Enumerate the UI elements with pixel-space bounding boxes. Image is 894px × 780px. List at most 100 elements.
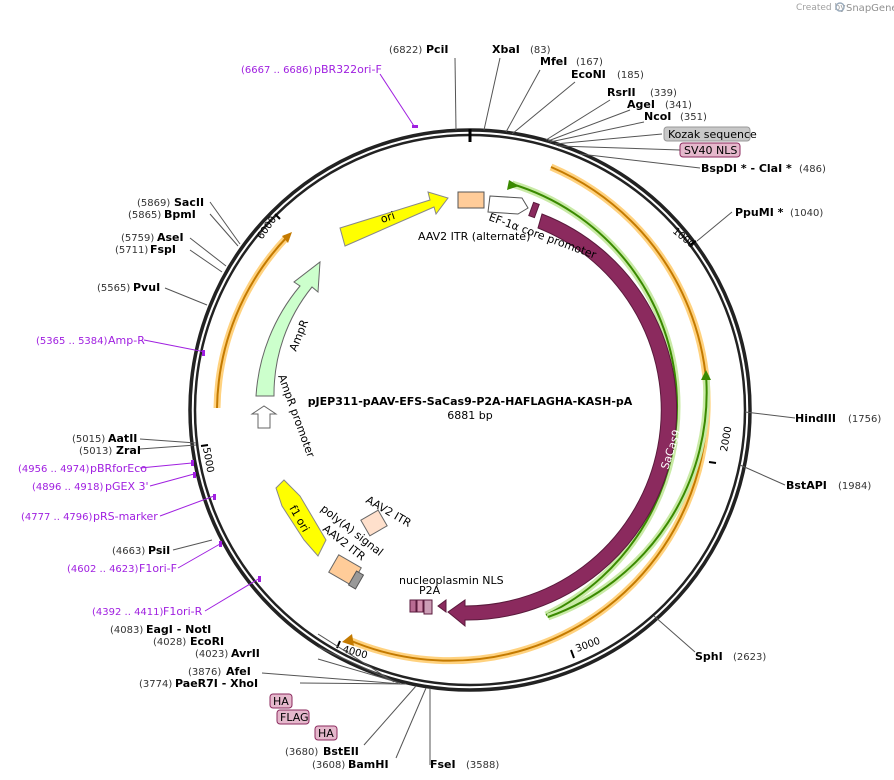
site-name-mfei[interactable]: MfeI: [540, 55, 567, 68]
site-name-ncoi[interactable]: NcoI: [644, 110, 671, 123]
orange-arc-left: [216, 236, 288, 409]
site-pos-mfei: (167): [576, 57, 603, 68]
site-name-zrai[interactable]: ZraI: [116, 444, 141, 457]
site-name-afei[interactable]: AfeI: [226, 665, 251, 678]
site-name-bstapi[interactable]: BstAPI: [786, 479, 827, 492]
f1-ori-feature[interactable]: [275, 479, 327, 557]
primer-range-pgex3: (4896 .. 4918): [32, 482, 104, 493]
site-name-avrii[interactable]: AvrII: [231, 647, 260, 660]
plasmid-name: pJEP311-pAAV-EFS-SaCas9-P2A-HAFLAGHA-KAS…: [308, 395, 633, 408]
ha-box-1[interactable]: [269, 693, 293, 709]
primer-range-f1ori-f: (4602 .. 4623): [67, 564, 139, 575]
snapgene-logo-icon: [835, 2, 845, 12]
kozak-box[interactable]: [663, 126, 751, 142]
site-name-ecori[interactable]: EcoRI: [190, 635, 224, 648]
kozak-label: Kozak sequence: [668, 128, 757, 141]
site-name-bsteii[interactable]: BstEII: [323, 745, 359, 758]
polya-feature[interactable]: [347, 570, 365, 590]
green-arc-2: [547, 374, 708, 618]
site-pos-asei: (5759): [121, 233, 154, 244]
site-name-agei[interactable]: AgeI: [627, 98, 655, 111]
site-pos-pvui: (5565): [97, 283, 130, 294]
site-name-fspi[interactable]: FspI: [150, 243, 176, 256]
aav2-itr-right-feature[interactable]: [360, 509, 388, 537]
site-name-bspdi-clai[interactable]: BspDI * - ClaI *: [701, 162, 792, 175]
aav2-itr-alt-label: AAV2 ITR (alternate): [418, 230, 530, 243]
primer-range-prs-marker: (4777 .. 4796): [21, 512, 93, 523]
site-pos-paer7i-xhoi: (3774): [139, 679, 172, 690]
ori-label: ori: [379, 209, 397, 226]
ori-feature[interactable]: [339, 191, 449, 247]
site-name-pvui[interactable]: PvuI: [133, 281, 160, 294]
site-pos-hindiii: (1756): [848, 414, 881, 425]
flag-label: FLAG: [280, 711, 309, 724]
ha-box-2[interactable]: [314, 725, 338, 741]
sacas9-feature[interactable]: [447, 213, 678, 628]
site-name-hindiii[interactable]: HindIII: [795, 412, 836, 425]
primer-name-pbrforeco[interactable]: pBRforEco: [90, 462, 147, 475]
ef1a-feature[interactable]: [487, 195, 529, 215]
aav2-itr-alt-feature[interactable]: [457, 191, 485, 209]
primer-range-pbrforeco: (4956 .. 4974): [18, 464, 90, 475]
ha-label-1: HA: [273, 695, 289, 708]
site-name-sphi[interactable]: SphI: [695, 650, 723, 663]
site-name-rsrii[interactable]: RsrII: [607, 86, 636, 99]
tick-label-2000: 2000: [719, 426, 734, 453]
primer-name-pbr322ori-f[interactable]: pBR322ori-F: [314, 63, 382, 76]
sv40-nls-piece: [528, 201, 540, 219]
site-name-eagi-noti[interactable]: EagI - NotI: [146, 623, 211, 636]
orange-arc-main: [348, 166, 709, 662]
site-pos-zrai: (5013): [79, 446, 112, 457]
site-pos-bpmi: (5865): [128, 210, 161, 221]
site-pos-sphi: (2623): [733, 652, 766, 663]
site-name-fsei[interactable]: FseI: [430, 758, 456, 771]
site-pos-eagi-noti: (4083): [110, 625, 143, 636]
site-name-sacii[interactable]: SacII: [174, 196, 204, 209]
site-name-ppumi[interactable]: PpuMI *: [735, 206, 784, 219]
primer-name-f1ori-f[interactable]: F1ori-F: [139, 562, 177, 575]
site-pos-afei: (3876): [188, 667, 221, 678]
primer-range-pbr322ori-f: (6667 .. 6686): [241, 65, 313, 76]
ampr-label: AmpR: [287, 317, 311, 353]
primer-leader-lines: [139, 73, 415, 612]
site-pos-psii: (4663): [112, 546, 145, 557]
green-arc-1: [511, 183, 678, 616]
tick-label-3000: 3000: [574, 636, 602, 655]
site-name-xbai[interactable]: XbaI: [492, 43, 520, 56]
tick-label-5000: 5000: [200, 447, 215, 474]
site-pos-fspi: (5711): [115, 245, 148, 256]
site-name-pcii[interactable]: PciI: [426, 43, 448, 56]
site-leader-lines: [139, 57, 796, 765]
sv40-nls-label: SV40 NLS: [684, 144, 737, 157]
primer-name-pgex3[interactable]: pGEX 3': [105, 480, 149, 493]
site-pos-bsteii: (3680): [285, 747, 318, 758]
primer-name-amp-r[interactable]: Amp-R: [108, 334, 145, 347]
site-pos-bamhi: (3608): [312, 760, 345, 771]
ha-label-2: HA: [318, 727, 334, 740]
site-pos-ecori: (4028): [153, 637, 186, 648]
site-name-bpmi[interactable]: BpmI: [164, 208, 196, 221]
site-pos-bspdi-clai: (486): [799, 164, 826, 175]
ampr-promoter-feature[interactable]: [250, 405, 278, 429]
site-name-asei[interactable]: AseI: [157, 231, 184, 244]
primer-range-f1ori-r: (4392 .. 4411): [92, 607, 164, 618]
site-pos-rsrii: (339): [650, 88, 677, 99]
credit-prefix: Created by: [796, 3, 846, 13]
primer-name-f1ori-r[interactable]: F1ori-R: [163, 605, 203, 618]
site-pos-ncoi: (351): [680, 112, 707, 123]
site-pos-pcii: (6822): [389, 45, 422, 56]
primer-name-prs-marker[interactable]: pRS-marker: [93, 510, 158, 523]
site-pos-xbai: (83): [530, 45, 551, 56]
site-pos-ppumi: (1040): [790, 208, 823, 219]
site-pos-avrii: (4023): [195, 649, 228, 660]
site-name-bamhi[interactable]: BamHI: [348, 758, 389, 771]
site-name-econi[interactable]: EcoNI: [571, 68, 606, 81]
site-name-psii[interactable]: PsiI: [148, 544, 170, 557]
site-name-paer7i-xhoi[interactable]: PaeR7I - XhoI: [175, 677, 258, 690]
flag-box[interactable]: [276, 709, 310, 725]
sv40-nls-box[interactable]: [679, 142, 741, 158]
site-pos-aatii: (5015): [72, 434, 105, 445]
orange-arc-left-arrowhead: [282, 232, 292, 243]
ampr-feature[interactable]: [255, 260, 321, 397]
site-name-aatii[interactable]: AatII: [108, 432, 137, 445]
